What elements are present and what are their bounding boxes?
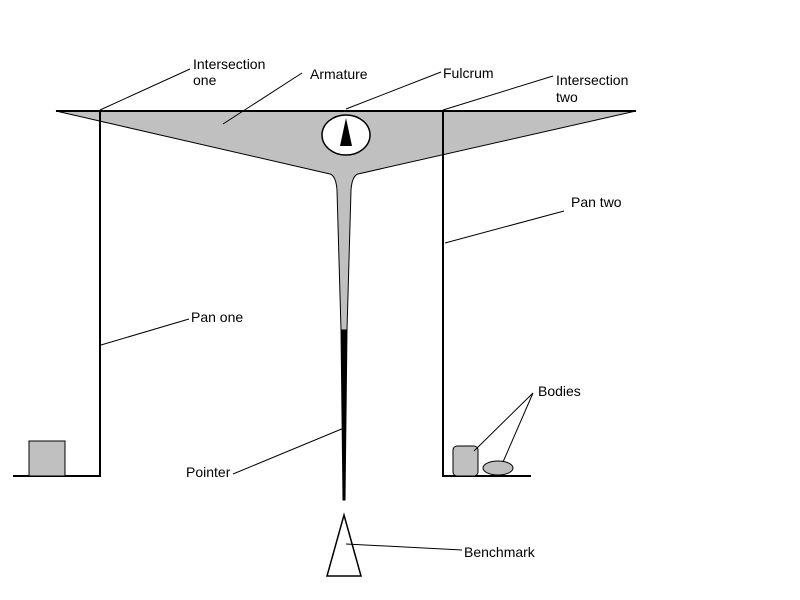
- leader-intersection-two: [442, 75, 554, 111]
- leader-bodies-one: [473, 392, 534, 452]
- leader-fulcrum: [345, 71, 442, 110]
- label-intersection-two-line2: two: [556, 89, 578, 105]
- label-fulcrum: Fulcrum: [443, 65, 494, 81]
- leader-benchmark: [345, 543, 463, 551]
- leader-pan-two: [444, 210, 565, 244]
- label-intersection-two: Intersection: [556, 72, 628, 88]
- label-intersection-one: Intersection: [193, 56, 265, 72]
- weight-block: [28, 440, 66, 477]
- label-pan-two: Pan two: [571, 194, 622, 210]
- label-armature: Armature: [310, 66, 368, 82]
- label-pointer: Pointer: [186, 464, 231, 480]
- leader-armature: [222, 72, 303, 125]
- fulcrum-arrow-icon: [340, 118, 352, 146]
- label-intersection-one-line2: one: [193, 72, 217, 88]
- label-benchmark: Benchmark: [464, 544, 536, 560]
- body-one: [452, 445, 479, 477]
- benchmark-triangle: [326, 512, 362, 577]
- label-bodies: Bodies: [538, 383, 581, 399]
- pointer-needle: [340, 329, 348, 501]
- body-two: [482, 460, 514, 476]
- leader-intersection-one: [99, 68, 191, 111]
- leader-pointer: [232, 427, 345, 475]
- leader-bodies-two: [502, 392, 534, 463]
- label-pan-one: Pan one: [191, 309, 243, 325]
- leader-pan-one: [100, 318, 190, 346]
